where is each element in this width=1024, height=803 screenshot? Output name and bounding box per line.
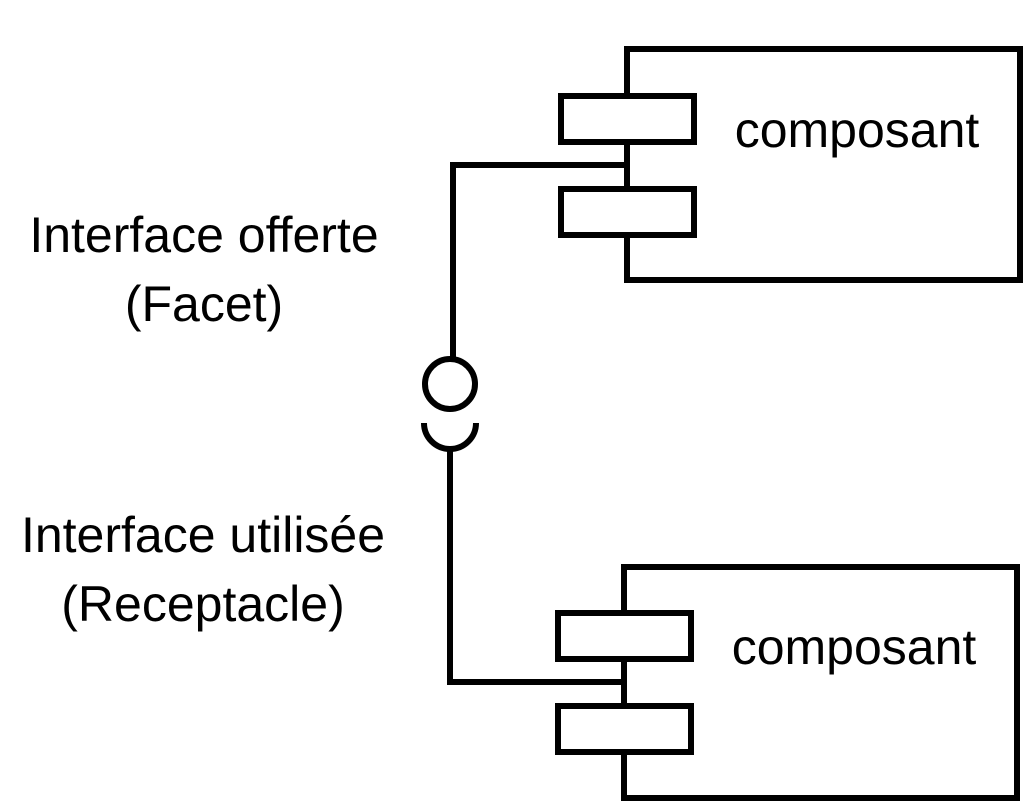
provided-interface-label-line2: (Facet)	[125, 276, 283, 332]
component-top-label: composant	[735, 102, 980, 158]
required-interface-socket	[421, 422, 479, 452]
component-top-port-upper	[558, 93, 697, 145]
required-interface-label-line1: Interface utilisée	[21, 507, 385, 563]
component-top-body	[624, 46, 1023, 283]
required-interface-label-line2: (Receptacle)	[61, 576, 344, 632]
component-bottom-port-lower	[555, 703, 694, 755]
provided-interface-lollipop	[422, 356, 478, 412]
provided-interface-connector	[450, 162, 627, 359]
component-bottom-label: composant	[732, 619, 977, 675]
required-interface-connector	[447, 448, 624, 685]
component-top: composant	[558, 46, 1023, 283]
component-bottom-port-upper	[555, 610, 694, 662]
component-bottom: composant	[555, 564, 1020, 801]
component-bottom-body	[621, 564, 1020, 801]
provided-interface-label-line1: Interface offerte	[29, 207, 378, 263]
component-top-port-lower	[558, 186, 697, 238]
